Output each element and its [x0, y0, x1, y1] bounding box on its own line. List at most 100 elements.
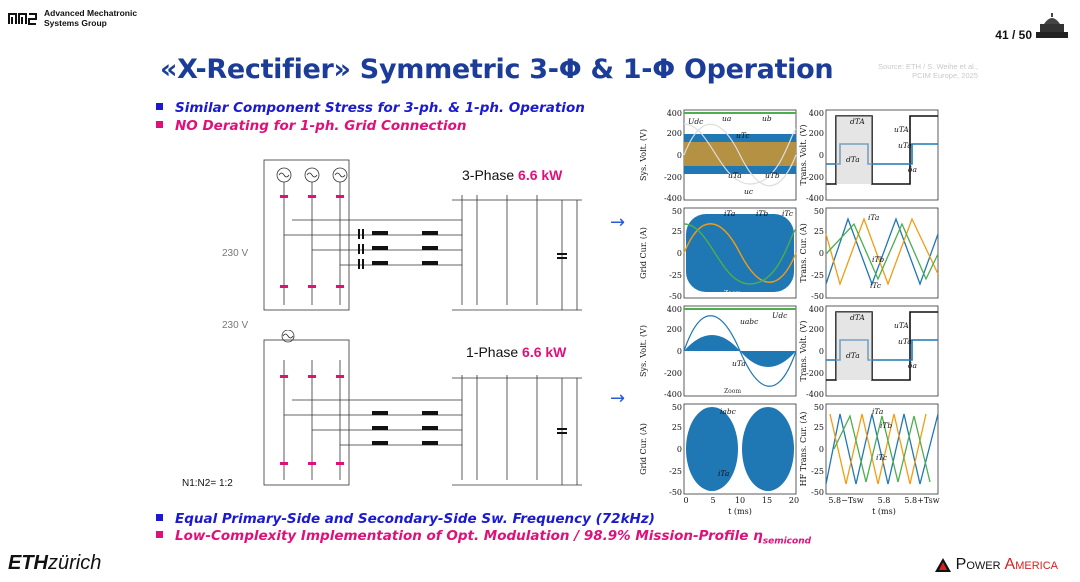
ylabel: Sys. Volt. (V) [640, 129, 648, 181]
arrow-right-icon: → [610, 388, 626, 409]
phase3-label: 3-Phase 6.6 kW [462, 167, 562, 183]
ytick: -50 [811, 488, 824, 497]
curve-label: uTA [894, 321, 909, 330]
curve-label: iTa [868, 213, 879, 222]
ytick: 50 [672, 207, 682, 216]
curve-label: iTb [872, 255, 884, 264]
bullet-marker [156, 531, 163, 538]
xtick: 5.8 [878, 496, 891, 505]
ytick: 50 [814, 403, 824, 412]
zoom-label: Zoom [724, 486, 741, 493]
curve-label: iTc [870, 281, 882, 290]
ytick: -50 [811, 292, 824, 301]
ytick: 200 [667, 325, 682, 334]
bullet-top-2-text: NO Derating for 1-ph. Grid Connection [175, 118, 467, 134]
curve-label: uTb [765, 171, 780, 180]
pa-power: Power [955, 556, 1001, 573]
xtick: 15 [762, 496, 772, 505]
ytick: -400 [806, 194, 824, 203]
org-line1: Advanced Mechatronic [44, 8, 138, 18]
ylabel: Grid Cur. (A) [640, 423, 648, 475]
org-line2: Systems Group [44, 18, 107, 28]
curve-label: uc [744, 187, 754, 196]
ytick: -25 [811, 467, 824, 476]
zoom-label: Zoom [724, 193, 741, 200]
ytick: 400 [667, 305, 682, 314]
zoom-label: Zoom [724, 388, 741, 395]
three-phase-schematic [263, 159, 582, 311]
xtick: 5.8+Tsw [904, 496, 939, 505]
xtick: 5 [710, 496, 715, 505]
ytick: 0 [819, 445, 824, 454]
curve-label: ub [762, 114, 772, 123]
bullet-marker [156, 103, 163, 110]
curve-label: dTa [846, 155, 860, 164]
ytick: 50 [672, 403, 682, 412]
ytick: 200 [809, 129, 824, 138]
xlabel: t (ms) [728, 507, 752, 516]
curve-label: iTc [876, 453, 888, 462]
ytick: 200 [667, 129, 682, 138]
eth-building-icon [1036, 13, 1068, 38]
eth-rest: zürich [48, 552, 102, 574]
ytick: -200 [664, 173, 682, 182]
ytick: 0 [819, 347, 824, 356]
ytick: -400 [664, 194, 682, 203]
ylabel: Grid Cur. (A) [640, 227, 648, 279]
curve-label: uTA [894, 125, 909, 134]
xtick: 0 [683, 496, 688, 505]
voltage-1ph-label: 230 V [222, 320, 249, 331]
curve-label: uTa [898, 141, 912, 150]
ytick: -400 [664, 390, 682, 399]
curve-label: Udc [688, 117, 704, 126]
ytick: -200 [664, 369, 682, 378]
curve-label: dTA [850, 117, 865, 126]
waveform-plots: 400 200 0 -200 -400 50 25 0 -25 -50 400 … [640, 109, 940, 516]
single-phase-schematic [263, 330, 582, 486]
bullet-bottom-2-text: Low-Complexity Implementation of Opt. Mo… [175, 528, 763, 544]
curve-label: iTa [872, 407, 883, 416]
bullet-bottom-1-text: Equal Primary-Side and Secondary-Side Sw… [175, 511, 655, 527]
xlabel: t (ms) [872, 507, 896, 516]
panel-3ph-sys-volt [683, 109, 797, 201]
panel-3ph-trans-cur [825, 207, 939, 299]
curve-label: iTa [718, 469, 729, 478]
ytick: 0 [677, 249, 682, 258]
curve-label: iTa [724, 209, 735, 218]
arrow-right-icon: → [610, 212, 626, 233]
ytick: -25 [669, 467, 682, 476]
curve-label: uTc [736, 131, 750, 140]
page-number: 41 / 50 [995, 28, 1032, 42]
curve-label: ua [722, 114, 731, 123]
ytick: 0 [677, 347, 682, 356]
bullet-top-1: Similar Component Stress for 3-ph. & 1-p… [156, 100, 585, 116]
bullet-marker [156, 514, 163, 521]
phase3-power: 6.6 kW [518, 167, 563, 183]
curve-label: Udc [772, 311, 788, 320]
ytick: -200 [806, 173, 824, 182]
curve-label: dTa [846, 351, 860, 360]
ytick: 0 [819, 249, 824, 258]
ytick: -25 [811, 271, 824, 280]
ytick: 200 [809, 325, 824, 334]
poweramerica-icon [934, 558, 951, 572]
ams-logo: Advanced Mechatronic Systems Group [8, 8, 137, 28]
ylabel: Sys. Volt. (V) [640, 325, 648, 377]
bullet-bottom-2-sub: semicond [762, 536, 812, 547]
bullet-bottom-2: Low-Complexity Implementation of Opt. Mo… [156, 528, 811, 547]
ylabel: HF Trans. Cur. (A) [799, 412, 808, 487]
ytick: 0 [819, 151, 824, 160]
ytick: 25 [672, 423, 682, 432]
panel-3ph-trans-volt [825, 109, 939, 201]
ytick: 400 [809, 305, 824, 314]
curve-label: δa [908, 165, 917, 174]
ams-logo-icon [8, 13, 37, 25]
panel-1ph-hf-trans-cur [825, 403, 939, 495]
xtick: 10 [735, 496, 745, 505]
slide-title: «X-Rectifier» Symmetric 3-Φ & 1-Φ Operat… [160, 54, 834, 85]
xtick: 5.8−Tsw [828, 496, 863, 505]
eth-zurich-logo: ETHzürich [8, 552, 101, 575]
phase1-power: 6.6 kW [522, 344, 567, 360]
curve-label: iTb [880, 421, 892, 430]
